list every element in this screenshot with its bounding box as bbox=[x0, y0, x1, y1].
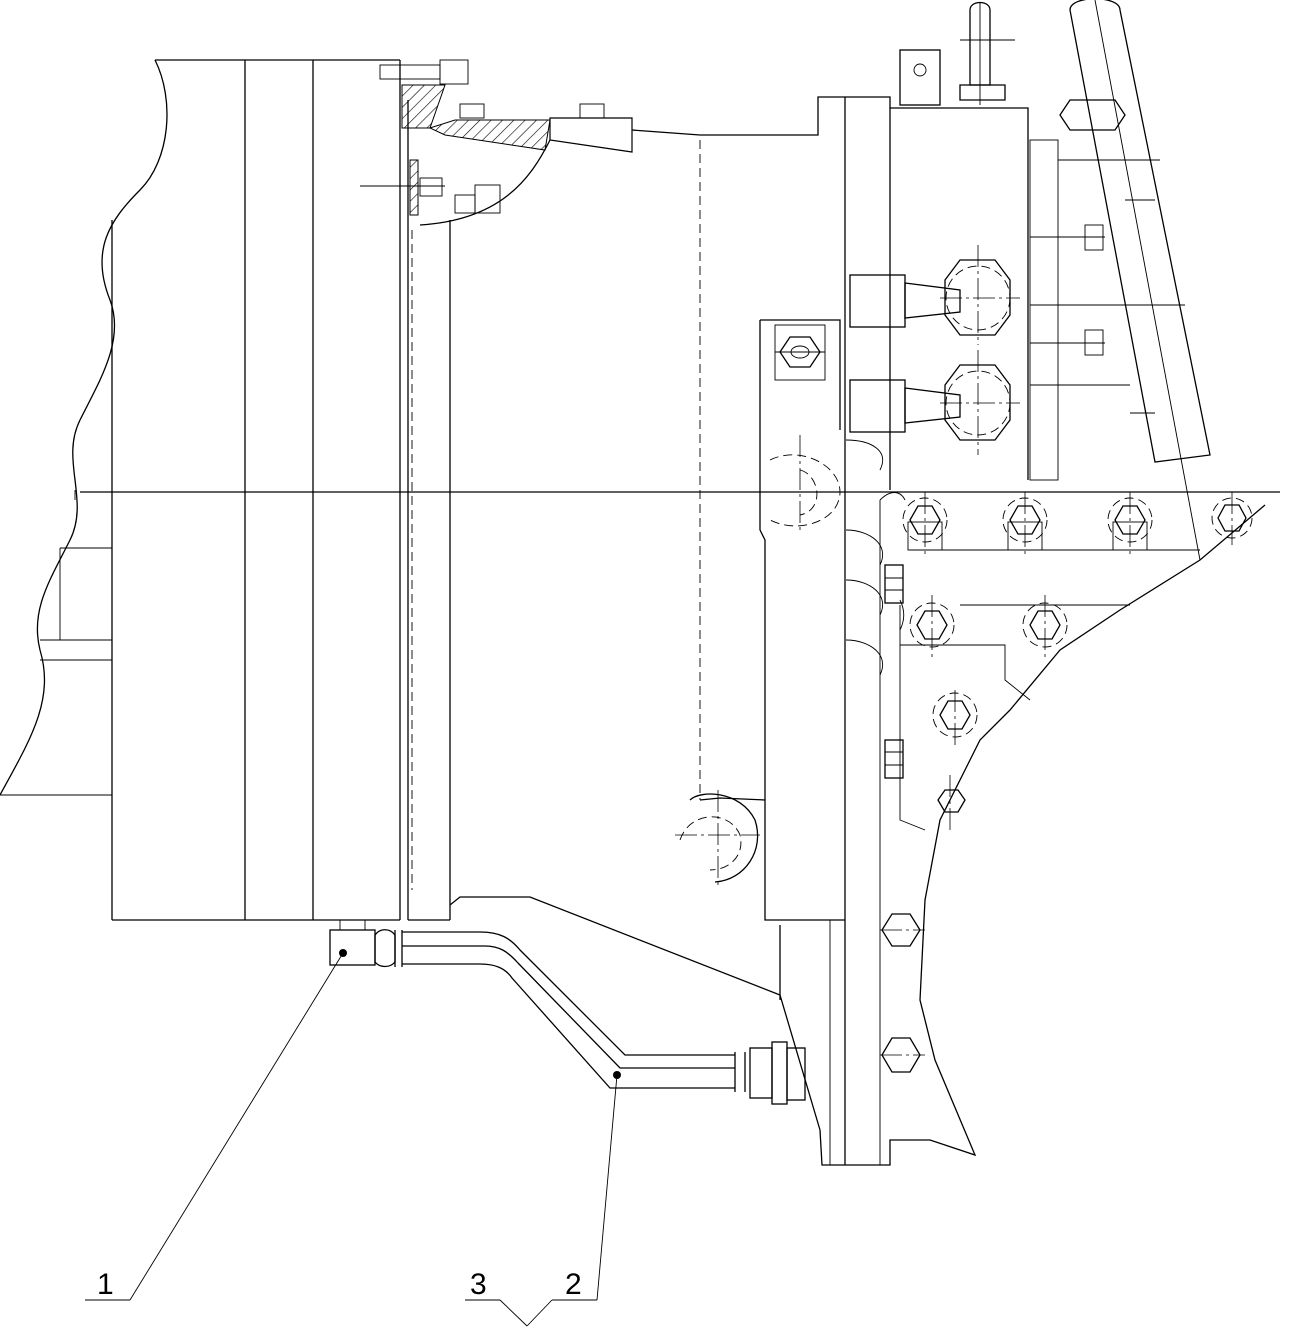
selector-lever bbox=[1029, 0, 1211, 561]
callout-1-label: 1 bbox=[97, 1268, 114, 1301]
bolt bbox=[1022, 595, 1068, 660]
bolt-row-top bbox=[902, 492, 1253, 555]
bearing-boss-lower bbox=[675, 790, 760, 885]
hose-connector-upper bbox=[849, 245, 1020, 345]
bearing-boss-upper bbox=[769, 435, 841, 530]
bolt bbox=[937, 775, 966, 830]
bolt-row-middle bbox=[884, 564, 1068, 830]
callout-2-label: 2 bbox=[565, 1268, 582, 1301]
bolt bbox=[932, 690, 978, 745]
main-housing bbox=[0, 59, 451, 921]
hidden-lines bbox=[411, 140, 701, 890]
callout-3-label: 3 bbox=[470, 1268, 487, 1301]
bolt bbox=[884, 564, 904, 604]
bolt bbox=[1107, 492, 1153, 555]
lower-outline bbox=[449, 896, 821, 1131]
callout-leaders bbox=[85, 952, 618, 1327]
pipe-fitting-right bbox=[734, 1041, 806, 1105]
bolt-row-lower bbox=[880, 913, 925, 1073]
gearbox-housing bbox=[699, 96, 1266, 1166]
oil-pipe bbox=[329, 920, 806, 1105]
bolt bbox=[909, 595, 955, 660]
top-flange-section bbox=[360, 59, 701, 226]
break-line-left bbox=[0, 59, 168, 796]
bolt bbox=[902, 492, 948, 555]
inspection-cover bbox=[774, 324, 826, 381]
pipe-fitting-left bbox=[329, 929, 376, 966]
bolt bbox=[1002, 492, 1048, 555]
bolt bbox=[1211, 492, 1253, 545]
hose-connector-lower bbox=[849, 350, 1020, 455]
bolt bbox=[884, 739, 904, 779]
breather-plug bbox=[899, 1, 1015, 106]
